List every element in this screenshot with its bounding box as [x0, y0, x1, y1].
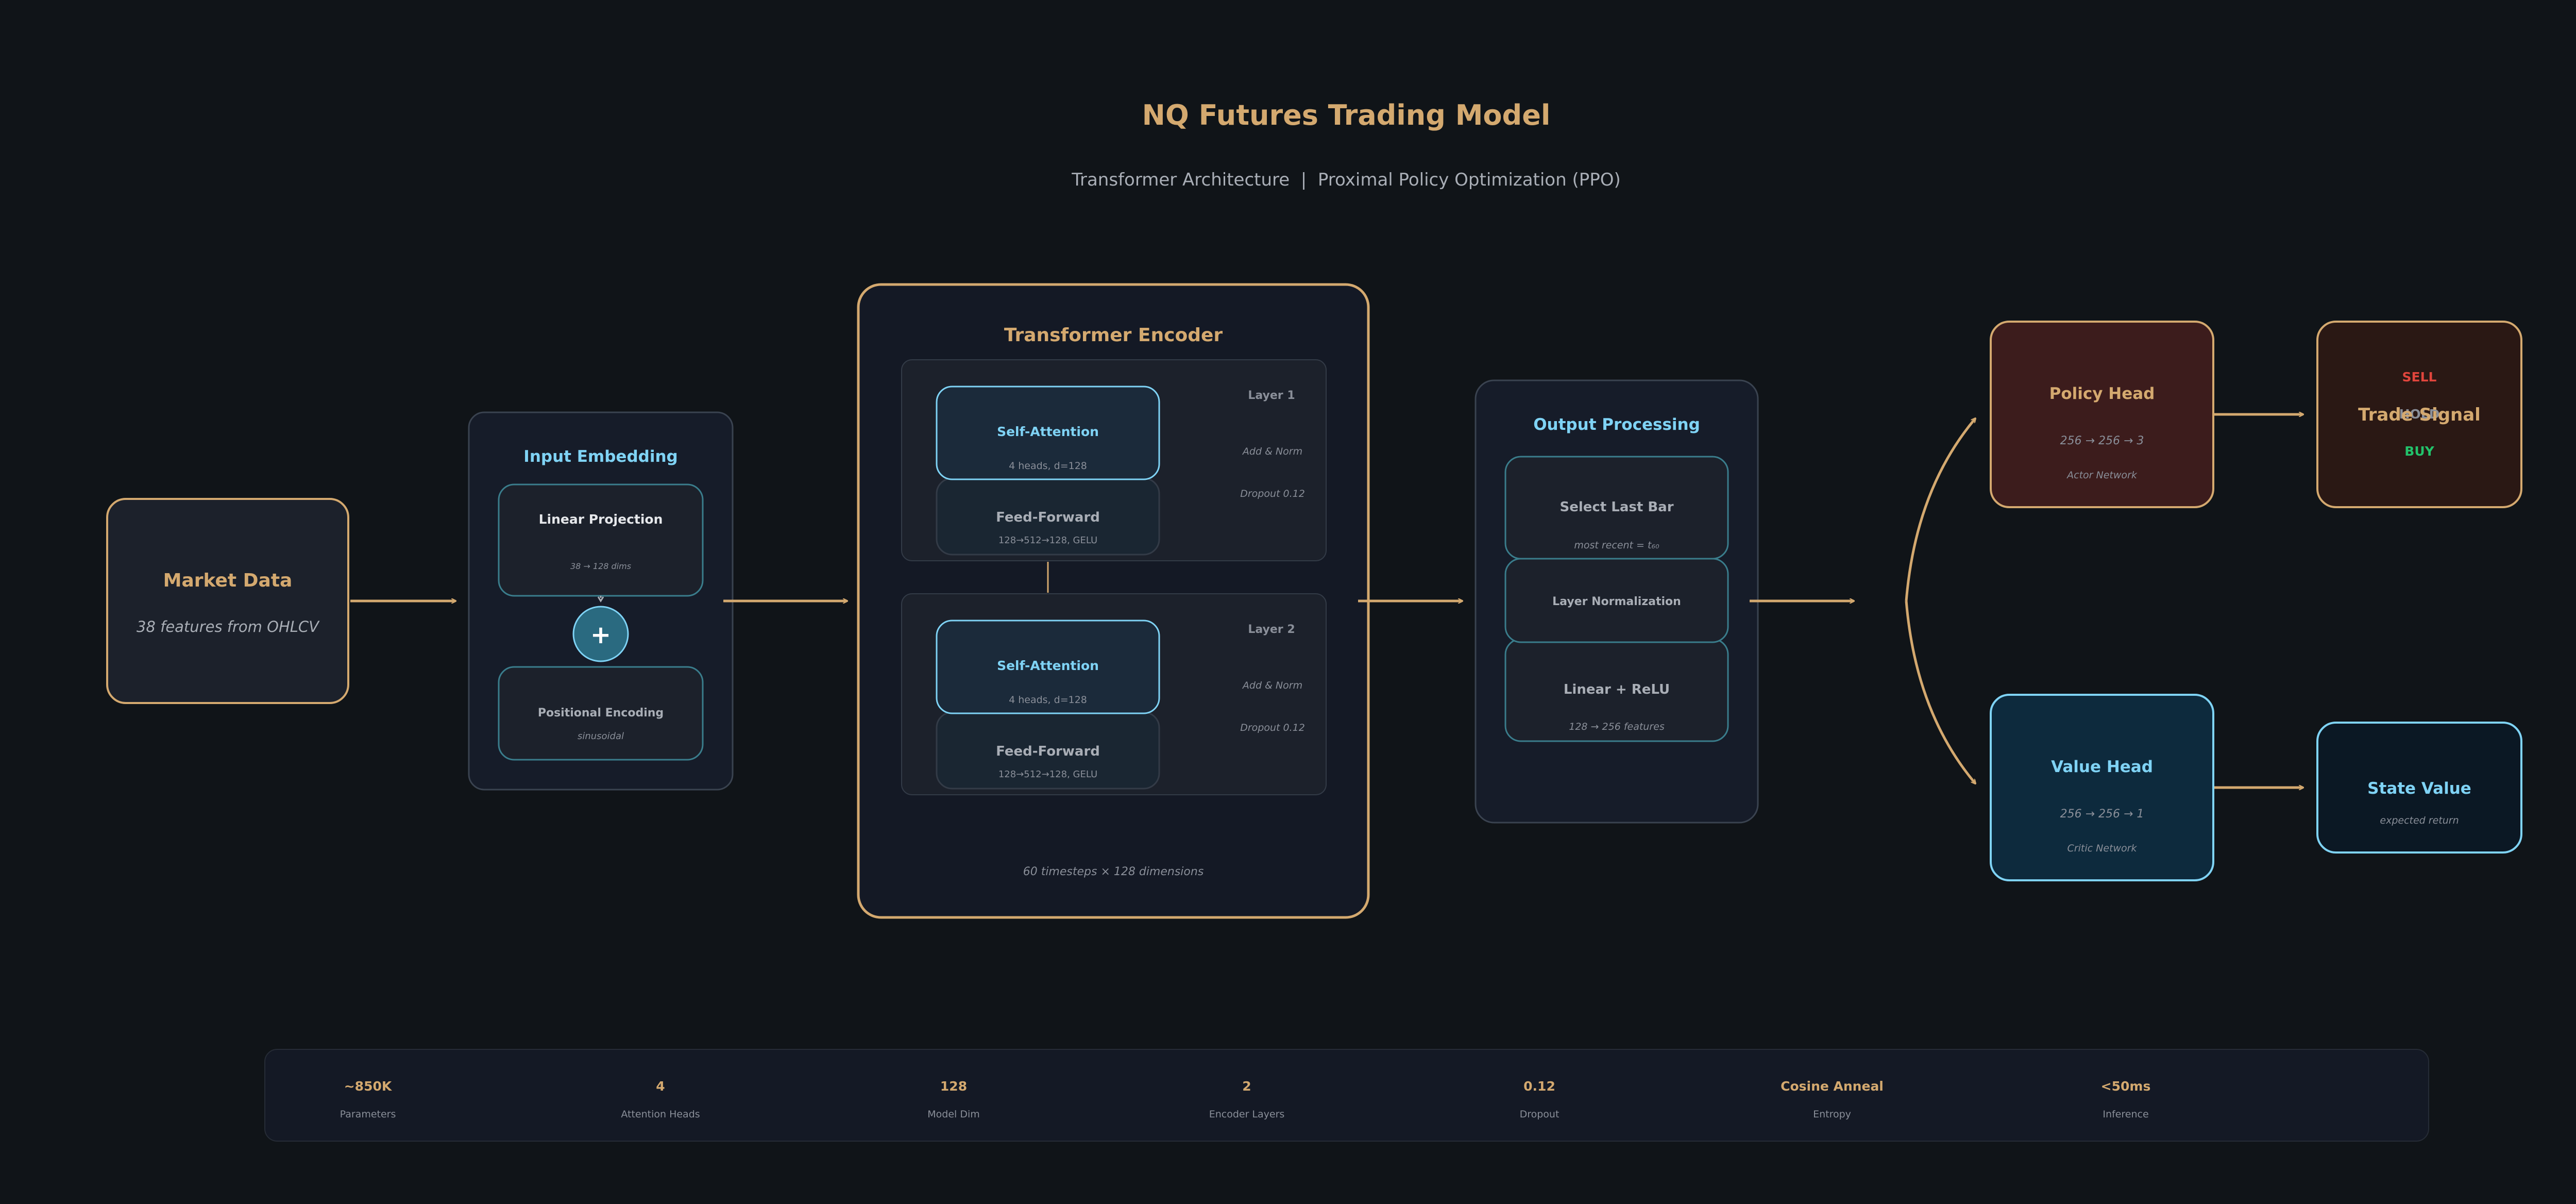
select-last-bar-title: Select Last Bar — [1560, 499, 1673, 515]
embed-connector-arrow — [597, 596, 604, 603]
encoder-footer: 60 timesteps × 128 dimensions — [1023, 865, 1204, 878]
layer-1-label: Layer 1 — [1248, 389, 1295, 402]
layer-2-dropout: Dropout 0.12 — [1240, 722, 1305, 733]
linear-projection-sub: 38 → 128 dims — [570, 561, 631, 571]
output-processing-node: Output Processing Linear + ReLU 128 → 25… — [1475, 379, 1759, 824]
encoder-layer-1: Layer 1 Add & Norm Dropout 0.12 Feed-For… — [901, 359, 1327, 561]
stat-label: Inference — [2103, 1109, 2148, 1120]
page-subtitle: Transformer Architecture | Proximal Poli… — [1071, 170, 1621, 190]
value-head-node: Value Head 256 → 256 → 1 Critic Network — [1990, 694, 2214, 881]
stat-label: Parameters — [340, 1109, 396, 1120]
layer-2-norm: Add & Norm — [1242, 680, 1302, 691]
trade-signal-title: Trade Signal — [2358, 405, 2481, 425]
stat-value: <50ms — [2101, 1079, 2151, 1094]
value-head-network: Critic Network — [2067, 843, 2138, 854]
positional-encoding-title: Positional Encoding — [538, 707, 664, 720]
state-value-desc: expected return — [2380, 815, 2459, 826]
linear-projection-title: Linear Projection — [539, 512, 663, 527]
layer-1-ff-sub: 128→512→128, GELU — [998, 535, 1097, 546]
select-last-bar-sub: most recent = t₆₀ — [1574, 540, 1659, 551]
layer-1-attn-title: Self-Attention — [997, 424, 1099, 439]
stat-item: ~850K Parameters — [340, 1079, 396, 1120]
value-head-dims: 256 → 256 → 1 — [2060, 808, 2144, 821]
plus-icon: + — [590, 621, 611, 649]
state-value-title: State Value — [2367, 779, 2471, 798]
stat-value: 2 — [1242, 1079, 1251, 1094]
stat-item: 0.12 Dropout — [1520, 1079, 1560, 1120]
trade-signal-node: SELL HOLD Trade Signal BUY — [2316, 321, 2522, 508]
trade-signal-sell: SELL — [2402, 370, 2437, 384]
layer-2-label: Layer 2 — [1248, 623, 1295, 636]
layer-1-self-attention: Self-Attention 4 heads, d=128 — [936, 386, 1160, 480]
positional-encoding-block: Positional Encoding sinusoidal — [498, 666, 704, 761]
stat-value: 0.12 — [1523, 1079, 1555, 1094]
layer-normalization-block: Layer Normalization — [1504, 558, 1729, 643]
stat-value: ~850K — [344, 1079, 393, 1094]
stat-label: Model Dim — [927, 1109, 980, 1120]
policy-head-network: Actor Network — [2066, 470, 2138, 481]
linear-relu-block: Linear + ReLU 128 → 256 features — [1504, 638, 1729, 742]
stat-label: Attention Heads — [621, 1109, 700, 1120]
market-data-node: Market Data 38 features from OHLCV — [106, 498, 349, 704]
market-data-title: Market Data — [163, 570, 293, 591]
layer-2-attn-sub: 4 heads, d=128 — [1009, 694, 1087, 706]
layer-2-ff-title: Feed-Forward — [996, 744, 1100, 759]
output-processing-title: Output Processing — [1533, 415, 1700, 434]
stat-item: <50ms Inference — [2101, 1079, 2151, 1120]
stats-bar: ~850K Parameters 4 Attention Heads 128 M… — [264, 1049, 2429, 1142]
input-embedding-title: Input Embedding — [523, 447, 677, 466]
layer-2-attn-title: Self-Attention — [997, 658, 1099, 673]
stat-item: 2 Encoder Layers — [1209, 1079, 1285, 1120]
branch-to-value — [1905, 600, 1975, 783]
layer-1-attn-sub: 4 heads, d=128 — [1009, 460, 1087, 472]
layer-1-norm: Add & Norm — [1242, 446, 1302, 457]
encoder-layer-2: Layer 2 Add & Norm Dropout 0.12 Feed-For… — [901, 593, 1327, 795]
layer-2-ff-sub: 128→512→128, GELU — [998, 769, 1097, 780]
policy-head-dims: 256 → 256 → 3 — [2060, 434, 2144, 447]
layer-1-feed-forward: Feed-Forward 128→512→128, GELU — [936, 477, 1160, 556]
stat-label: Encoder Layers — [1209, 1109, 1285, 1120]
select-last-bar-block: Select Last Bar most recent = t₆₀ — [1504, 456, 1729, 560]
stat-item: 128 Model Dim — [927, 1079, 980, 1120]
stat-item: 4 Attention Heads — [621, 1079, 700, 1120]
stat-value: Cosine Anneal — [1781, 1079, 1884, 1094]
linear-projection-block: Linear Projection 38 → 128 dims — [498, 483, 704, 597]
trade-signal-buy: BUY — [2404, 444, 2434, 459]
linear-relu-sub: 128 → 256 features — [1569, 721, 1665, 732]
page-title: NQ Futures Trading Model — [1142, 99, 1551, 131]
stat-item: Cosine Anneal Entropy — [1781, 1079, 1884, 1120]
trade-signal-hold: HOLD — [2399, 407, 2440, 422]
layer-1-ff-title: Feed-Forward — [996, 510, 1100, 525]
branch-to-policy — [1905, 419, 1975, 601]
market-data-desc: 38 features from OHLCV — [137, 618, 320, 636]
policy-head-title: Policy Head — [2049, 384, 2155, 403]
add-operator: + — [572, 606, 629, 662]
layer-normalization-title: Layer Normalization — [1552, 595, 1681, 608]
state-value-node: State Value expected return — [2316, 722, 2522, 854]
transformer-encoder-node: Transformer Encoder Layer 1 Add & Norm D… — [857, 283, 1370, 919]
layer-2-self-attention: Self-Attention 4 heads, d=128 — [936, 620, 1160, 714]
layer-1-dropout: Dropout 0.12 — [1240, 488, 1305, 499]
stat-label: Entropy — [1813, 1109, 1851, 1120]
linear-relu-title: Linear + ReLU — [1564, 682, 1670, 697]
value-head-title: Value Head — [2051, 758, 2153, 776]
stat-value: 4 — [656, 1079, 665, 1094]
stat-value: 128 — [940, 1079, 967, 1094]
layer-2-feed-forward: Feed-Forward 128→512→128, GELU — [936, 711, 1160, 790]
positional-encoding-sub: sinusoidal — [578, 731, 624, 742]
stat-label: Dropout — [1520, 1109, 1560, 1120]
input-embedding-node: Input Embedding Linear Projection 38 → 1… — [468, 411, 734, 791]
transformer-encoder-title: Transformer Encoder — [1004, 325, 1223, 346]
policy-head-node: Policy Head 256 → 256 → 3 Actor Network — [1990, 321, 2214, 508]
